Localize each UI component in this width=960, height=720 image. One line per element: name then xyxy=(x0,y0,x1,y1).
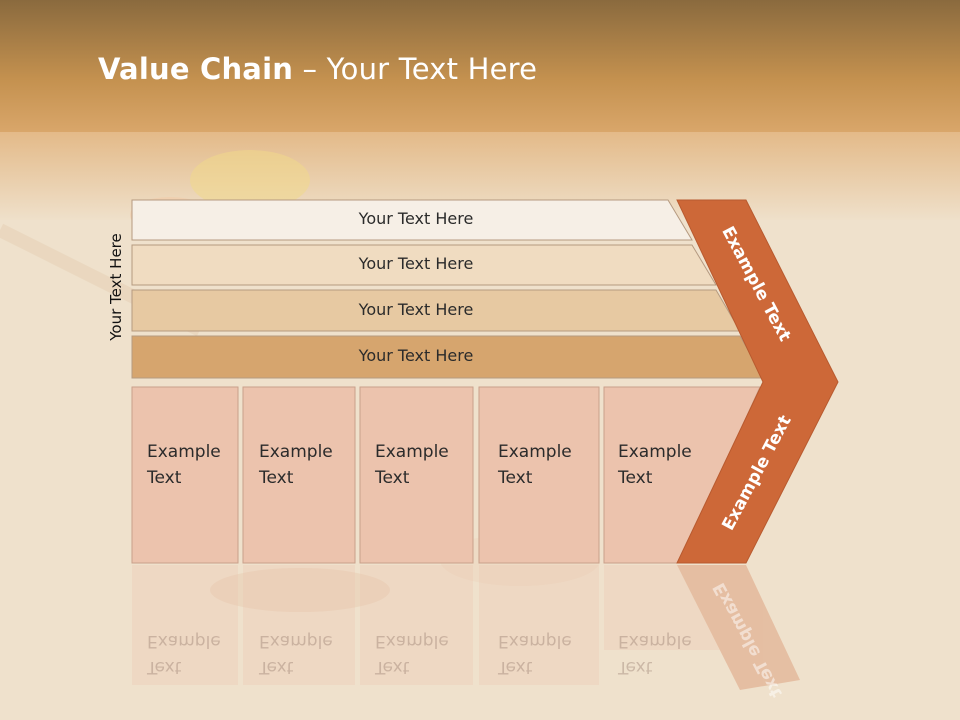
reflection-line1: Example xyxy=(375,631,449,651)
reflection-line2: Text xyxy=(259,657,294,677)
reflection-line2: Text xyxy=(375,657,410,677)
reflection-line2: Text xyxy=(618,657,653,677)
box-1 xyxy=(131,386,239,564)
box-4 xyxy=(478,386,600,564)
reflection-line2: Text xyxy=(147,657,182,677)
box-text-reflection-1: Text Example xyxy=(147,628,221,680)
box-reflection-5 xyxy=(604,565,720,650)
bar-2 xyxy=(131,244,717,286)
bar-label-2: Your Text Here xyxy=(358,254,474,273)
bar-label-1: Your Text Here xyxy=(358,209,474,228)
reflection-line1: Example xyxy=(498,631,572,651)
page-title: Value Chain – Your Text Here xyxy=(98,52,537,86)
box-text-reflection-3: Text Example xyxy=(375,628,449,680)
box-text-line2: Text xyxy=(618,468,653,488)
reflection-line2: Text xyxy=(498,657,533,677)
box-reflection-2 xyxy=(243,565,355,685)
box-text-line1: Example xyxy=(375,442,449,462)
reflection-line1: Example xyxy=(259,631,333,651)
box-3 xyxy=(359,386,474,564)
bar-label-4: Your Text Here xyxy=(358,346,474,365)
box-2 xyxy=(242,386,356,564)
box-text-reflection-5: Text Example xyxy=(618,628,692,680)
reflection-line1: Example xyxy=(618,631,692,651)
box-reflection-3 xyxy=(360,565,473,685)
box-text-line1: Example xyxy=(618,442,692,462)
box-text-line2: Text xyxy=(498,468,533,488)
reflection-line1: Example xyxy=(147,631,221,651)
box-text-line2: Text xyxy=(147,468,182,488)
box-text-line1: Example xyxy=(498,442,572,462)
chevron-reflection xyxy=(677,565,800,690)
box-text-reflection-4: Text Example xyxy=(498,628,572,680)
box-text-reflection-2: Text Example xyxy=(259,628,333,680)
title-rest: – Your Text Here xyxy=(293,52,538,86)
box-text-line2: Text xyxy=(259,468,294,488)
box-reflection-1 xyxy=(132,565,238,685)
title-bold: Value Chain xyxy=(98,52,294,86)
box-reflection-4 xyxy=(479,565,599,685)
bar-1 xyxy=(131,199,693,241)
box-text-line1: Example xyxy=(259,442,333,462)
box-text-line2: Text xyxy=(375,468,410,488)
chevron xyxy=(676,199,839,564)
box-text-line1: Example xyxy=(147,442,221,462)
bar-label-3: Your Text Here xyxy=(358,299,474,319)
